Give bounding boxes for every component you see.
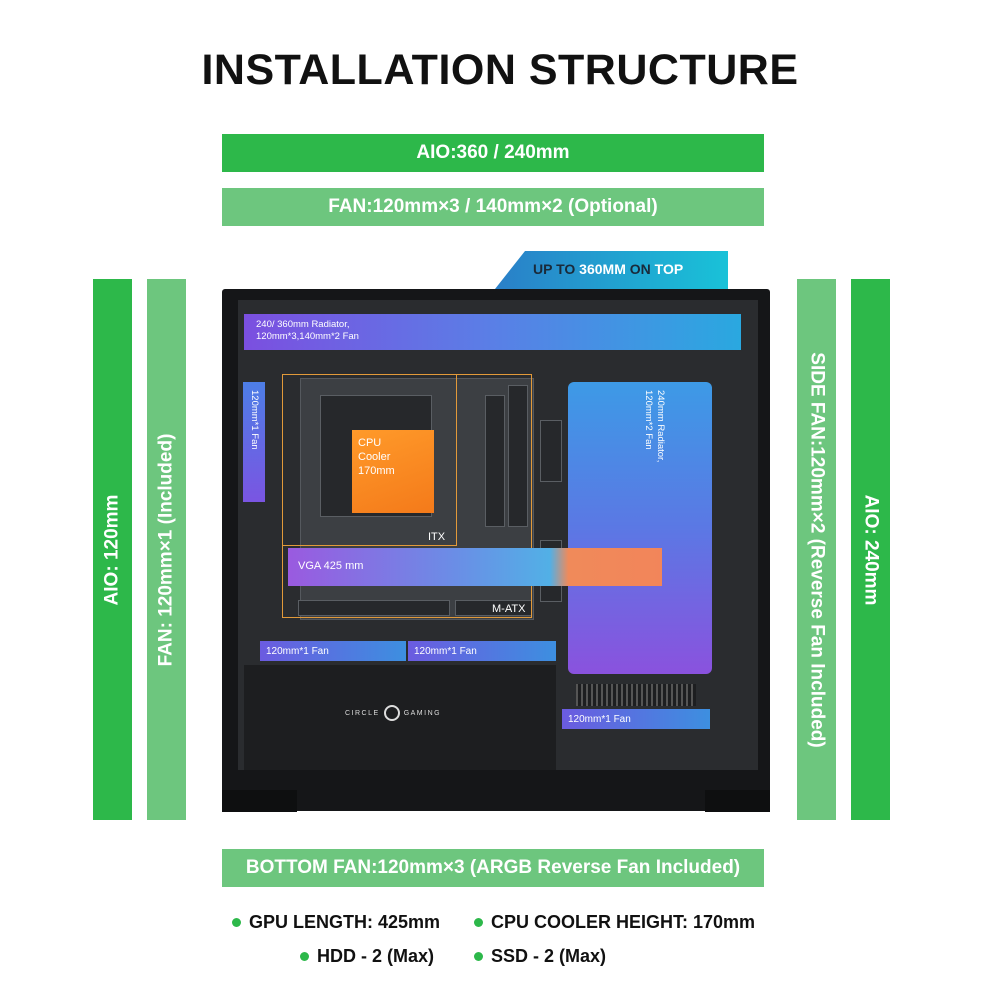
- right-side-fan-label: SIDE FAN:120mm×2 (Reverse Fan Included): [806, 351, 828, 748]
- rear-fan-label: 120mm*1 Fan: [249, 390, 260, 450]
- rear-fan-zone: 120mm*1 Fan: [243, 382, 265, 502]
- brand-circle-icon: [383, 705, 400, 721]
- psu-fan: 120mm*1 Fan: [562, 709, 710, 729]
- case-foot-right: [705, 790, 770, 812]
- brand-logo: CIRCLE GAMING: [345, 705, 441, 721]
- vent-grille: [576, 684, 696, 706]
- spec-hdd: HDD - 2 (Max): [300, 946, 434, 967]
- bullet-icon: [232, 918, 241, 927]
- right-side-fan-bar: SIDE FAN:120mm×2 (Reverse Fan Included): [797, 279, 836, 820]
- itx-label: ITX: [428, 531, 446, 543]
- cable-cutout: [540, 420, 562, 482]
- psu-shroud: [244, 665, 556, 770]
- side-radiator-label-2: 120mm*2 Fan: [643, 390, 654, 450]
- side-radiator-zone: 240mm Radiator, 120mm*2 Fan: [568, 382, 712, 674]
- left-aio-label: AIO: 120mm: [101, 494, 123, 605]
- bullet-icon: [474, 918, 483, 927]
- top-radiator-label-2: 120mm*3,140mm*2 Fan: [256, 331, 359, 342]
- bottom-fan-label: BOTTOM FAN:120mm×3 (ARGB Reverse Fan Inc…: [245, 857, 741, 878]
- badge-part4: TOP: [654, 261, 684, 277]
- matx-outline: [282, 374, 532, 618]
- ram-slot-2: [508, 385, 528, 527]
- spec-gpu-label: GPU LENGTH: 425mm: [249, 912, 441, 932]
- ram-slot-1: [485, 395, 505, 527]
- side-radiator-label: 240mm Radiator,: [655, 390, 666, 463]
- left-fan-bar: FAN: 120mm×1 (Included): [147, 279, 186, 820]
- bullet-icon: [474, 952, 483, 961]
- left-aio-bar: AIO: 120mm: [93, 279, 132, 820]
- matx-label: M-ATX: [492, 603, 526, 615]
- bottom-fan-2-label: 120mm*1 Fan: [414, 645, 477, 657]
- top-badge: UP TO 360MM ON TOP: [495, 251, 728, 289]
- spec-cpu-label: CPU COOLER HEIGHT: 170mm: [491, 912, 756, 932]
- brand-right: GAMING: [403, 709, 442, 717]
- spec-ssd-label: SSD - 2 (Max): [491, 946, 607, 966]
- top-radiator-zone: 240/ 360mm Radiator, 120mm*3,140mm*2 Fan: [244, 314, 741, 350]
- spec-ssd: SSD - 2 (Max): [474, 946, 606, 967]
- bottom-fan-bar: BOTTOM FAN:120mm×3 (ARGB Reverse Fan Inc…: [222, 849, 764, 887]
- badge-shape: [495, 251, 728, 289]
- fan-top-bar: FAN:120mm×3 / 140mm×2 (Optional): [222, 188, 764, 226]
- vga-zone: VGA 425 mm: [288, 548, 662, 586]
- right-aio-bar: AIO: 240mm: [851, 279, 890, 820]
- vga-label: VGA 425 mm: [298, 560, 364, 572]
- cpu-cooler-zone: CPU Cooler 170mm: [352, 430, 434, 513]
- aio-top-bar: AIO:360 / 240mm: [222, 134, 764, 172]
- cpu-cooler-label: CPU Cooler 170mm: [358, 437, 395, 477]
- spec-hdd-label: HDD - 2 (Max): [317, 946, 435, 966]
- badge-part3: ON: [625, 261, 655, 277]
- bottom-fan-1: 120mm*1 Fan: [260, 641, 406, 661]
- pcie-slot: [298, 600, 450, 616]
- spec-gpu-length: GPU LENGTH: 425mm: [232, 912, 440, 933]
- page-title: INSTALLATION STRUCTURE: [201, 46, 799, 94]
- fan-top-label: FAN:120mm×3 / 140mm×2 (Optional): [328, 196, 658, 217]
- bottom-fan-2: 120mm*1 Fan: [408, 641, 556, 661]
- aio-top-label: AIO:360 / 240mm: [416, 142, 570, 163]
- left-fan-label: FAN: 120mm×1 (Included): [155, 433, 177, 666]
- psu-fan-label: 120mm*1 Fan: [568, 713, 631, 725]
- brand-left: CIRCLE: [345, 709, 380, 717]
- bottom-fan-1-label: 120mm*1 Fan: [266, 645, 329, 657]
- badge-part1: UP TO: [533, 261, 580, 277]
- spec-cpu-cooler: CPU COOLER HEIGHT: 170mm: [474, 912, 755, 933]
- case-foot-left: [222, 790, 297, 812]
- bullet-icon: [300, 952, 309, 961]
- badge-part2: 360MM: [579, 261, 626, 277]
- top-radiator-label: 240/ 360mm Radiator,: [256, 319, 350, 330]
- right-aio-label: AIO: 240mm: [860, 494, 882, 605]
